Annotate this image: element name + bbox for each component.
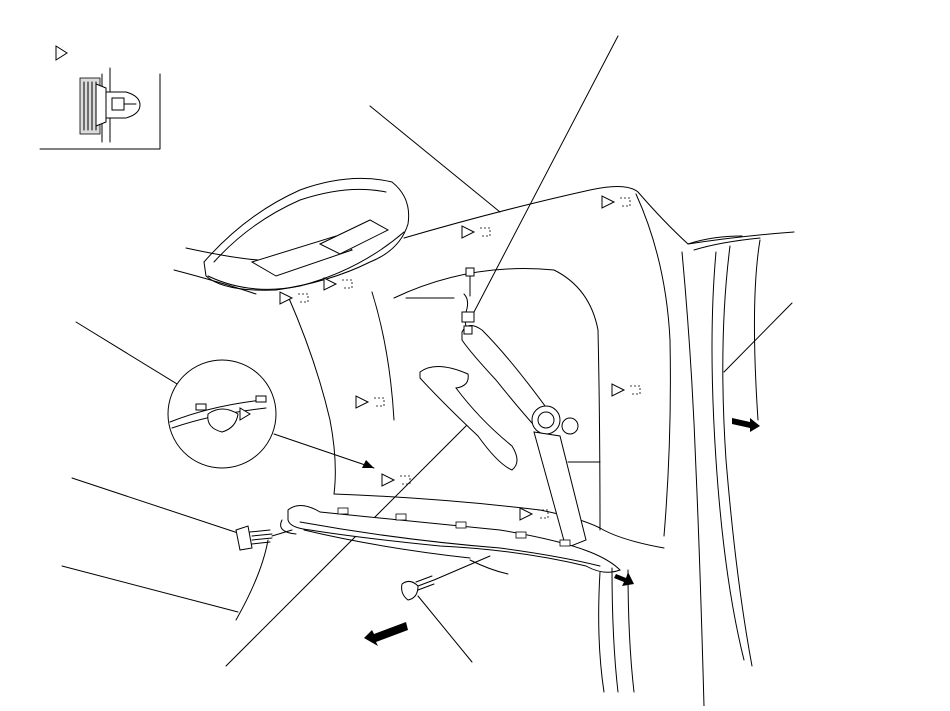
- lower-sill-trim: [235, 505, 635, 693]
- clip-markers: [279, 195, 641, 521]
- pillar-trim: [687, 235, 761, 667]
- clip-marker-8: [519, 507, 549, 521]
- legend-triangle-icon: [55, 45, 68, 61]
- legend-clip-icon: [79, 67, 141, 143]
- arrow-down-left-icon: [364, 622, 408, 646]
- grab-handle: [203, 177, 410, 291]
- clip-marker-2: [461, 225, 491, 239]
- clip-marker-6: [381, 473, 411, 487]
- seat-belt-assembly: [419, 267, 587, 549]
- screw-bottom: [401, 555, 491, 601]
- arrow-lower-right-icon: [614, 572, 634, 586]
- leader-lower-trim: [61, 565, 239, 613]
- clip-detail-triangle-icon: [239, 407, 251, 421]
- leader-screw-left: [71, 477, 239, 534]
- leader-center-panel: [225, 421, 471, 667]
- clip-marker-5: [355, 395, 385, 409]
- screw-left: [235, 525, 293, 551]
- clip-marker-3: [323, 277, 353, 291]
- clip-marker-1: [601, 195, 631, 209]
- leader-seat-belt-anchor: [473, 35, 619, 313]
- removal-arrows: [364, 418, 760, 646]
- clip-detail-callout: [167, 359, 375, 469]
- leader-upper-trim: [369, 105, 501, 213]
- legend-box: [39, 45, 161, 150]
- leader-screw-bottom: [417, 595, 473, 663]
- leader-pillar-trim: [723, 302, 793, 373]
- clip-marker-4: [279, 291, 309, 305]
- arrow-right-icon: [732, 418, 760, 432]
- leader-lines: [61, 35, 793, 667]
- clip-marker-7: [611, 383, 641, 397]
